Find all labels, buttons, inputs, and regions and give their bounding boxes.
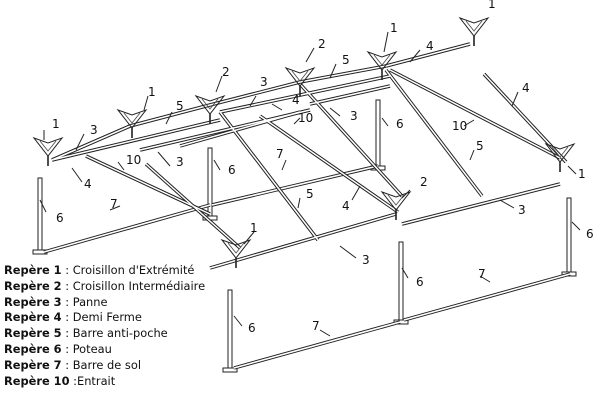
legend-separator: : [61, 263, 73, 277]
legend-row-6: Repère 6 : Poteau [4, 342, 205, 358]
legend-key: Repère 4 [4, 310, 62, 325]
callout-4: 4 [84, 177, 92, 191]
legend-key: Repère 6 [4, 341, 62, 356]
callout-1: 1 [52, 117, 60, 131]
callout-1: 1 [488, 0, 496, 11]
callout-10: 10 [126, 153, 141, 167]
callout-6: 6 [248, 321, 256, 335]
legend-separator: : [69, 373, 78, 388]
callout-2: 2 [420, 175, 428, 189]
legend-text: Poteau [72, 341, 112, 356]
legend-row-4: Repère 4 : Demi Ferme [4, 310, 205, 326]
legend: Repère 1 : Croisillon d'Extrémité Repère… [4, 263, 205, 389]
legend-key: Repère 7 [4, 357, 62, 372]
legend-row-5: Repère 5 : Barre anti-poche [4, 326, 205, 342]
callout-6: 6 [228, 163, 236, 177]
legend-key: Repère 1 [4, 263, 62, 277]
legend-row-2: Repère 2 : Croisillon Intermédiaire [4, 279, 205, 295]
legend-row-7: Repère 7 : Barre de sol [4, 358, 205, 374]
legend-text: Croisillon d'Extrémité [72, 263, 195, 277]
legend-row-10: Repère 10 :Entrait [4, 374, 205, 390]
legend-separator: : [61, 341, 73, 356]
callout-2: 2 [222, 65, 230, 79]
legend-separator: : [61, 357, 73, 372]
legend-text: Entrait [77, 373, 116, 388]
legend-separator: : [61, 326, 73, 341]
legend-separator: : [61, 310, 73, 325]
callout-3: 3 [350, 109, 358, 123]
callout-5: 5 [476, 139, 484, 153]
callout-5: 5 [176, 99, 184, 113]
callout-7: 7 [312, 319, 320, 333]
callout-4: 4 [342, 199, 350, 213]
callout-7: 7 [110, 197, 118, 211]
callout-1: 1 [390, 21, 398, 35]
callout-3: 3 [90, 123, 98, 137]
callout-1: 1 [250, 221, 258, 235]
poteau [398, 241, 404, 323]
legend-text: Croisillon Intermédiaire [72, 278, 206, 293]
callout-7: 7 [478, 267, 486, 281]
callout-6: 6 [416, 275, 424, 289]
legend-separator: : [61, 278, 73, 293]
legend-key: Repère 10 [4, 373, 70, 388]
legend-separator: : [61, 294, 73, 309]
poteau [207, 147, 213, 219]
callout-3: 3 [518, 203, 526, 217]
legend-row-3: Repère 3 : Panne [4, 295, 205, 311]
legend-key: Repère 5 [4, 326, 62, 341]
callout-7: 7 [276, 147, 284, 161]
callout-6: 6 [396, 117, 404, 131]
callout-1: 1 [578, 167, 586, 181]
barre-de-sol-group [43, 164, 571, 370]
poteau [37, 177, 43, 253]
callout-10: 10 [298, 111, 313, 125]
poteau [227, 289, 233, 371]
callout-3: 3 [176, 155, 184, 169]
poteau [566, 197, 572, 275]
legend-text: Demi Ferme [72, 310, 142, 325]
callout-4: 4 [292, 93, 300, 107]
callout-3: 3 [362, 253, 370, 267]
croisillon-extremite [459, 17, 489, 47]
legend-row-1: Repère 1 : Croisillon d'Extrémité [4, 263, 205, 279]
callout-3: 3 [260, 75, 268, 89]
legend-text: Barre de sol [72, 357, 141, 372]
legend-key: Repère 2 [4, 278, 62, 293]
callout-2: 2 [318, 37, 326, 51]
croisillon-extremite [33, 137, 63, 167]
callout-5: 5 [342, 53, 350, 67]
callout-4: 4 [522, 81, 530, 95]
callout-10: 10 [452, 119, 467, 133]
callout-4: 4 [426, 39, 434, 53]
callout-5: 5 [306, 187, 314, 201]
legend-text: Panne [72, 294, 108, 309]
legend-text: Barre anti-poche [72, 326, 168, 341]
callout-1: 1 [148, 85, 156, 99]
leader-lines [39, 31, 581, 337]
poteau [375, 99, 381, 169]
callout-6: 6 [586, 227, 594, 241]
callout-6: 6 [56, 211, 64, 225]
callout-labels: 1 1 1 1 1 1 2 2 2 3 3 3 3 3 3 4 4 4 4 4 … [52, 0, 594, 335]
legend-key: Repère 3 [4, 294, 62, 309]
